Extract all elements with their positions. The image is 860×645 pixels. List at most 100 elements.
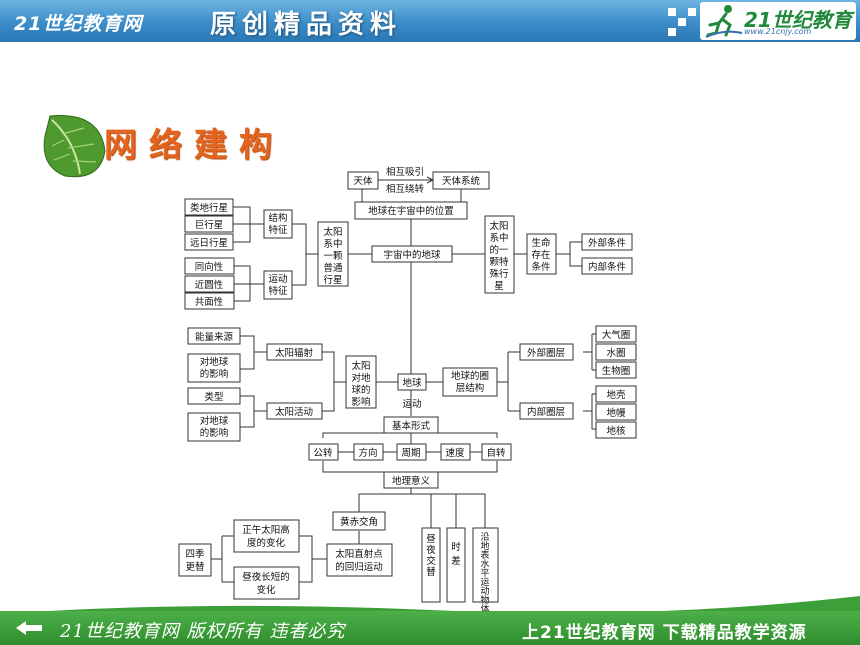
svg-text:太阳: 太阳	[323, 226, 342, 238]
node-yuzhou-diqiu: 宇宙中的地球	[371, 245, 453, 263]
node-waibu-quanceng: 外部圈层	[519, 343, 574, 361]
svg-text:近圆性: 近圆性	[195, 279, 224, 291]
node-gongzhuan: 公转	[308, 443, 339, 461]
svg-text:运动: 运动	[268, 274, 287, 285]
svg-text:四季: 四季	[185, 548, 205, 560]
node-zhishe: 太阳直射点 的回归运动	[326, 543, 393, 577]
node-jiegou-tezheng: 结构 特征	[263, 209, 293, 239]
node-shicha: 时差	[446, 527, 466, 603]
svg-text:黄赤交角: 黄赤交角	[340, 516, 378, 528]
node-taiyang-huodong: 太阳活动	[266, 402, 323, 420]
node-juxing: 巨行星	[184, 215, 234, 233]
decorative-squares	[668, 8, 696, 36]
node-waibu-tiaojian: 外部条件	[581, 233, 633, 251]
node-zizhuan: 自转	[481, 443, 512, 461]
node-jiben-xingshi: 基本形式	[383, 416, 439, 434]
footer-bar: 21世纪教育网 版权所有 违者必究 上21世纪教育网 下载精品教学资源	[0, 611, 860, 645]
node-zhengwu: 正午太阳高 度的变化	[233, 519, 300, 553]
svg-text:天体: 天体	[353, 175, 373, 187]
svg-text:系中: 系中	[489, 232, 508, 244]
node-dui-diqiu-2: 对地球 的影响	[187, 412, 241, 442]
svg-text:地球在宇宙中的位置: 地球在宇宙中的位置	[368, 205, 454, 217]
node-yundong-tezheng: 运动 特征	[263, 270, 293, 300]
svg-text:存在: 存在	[531, 249, 550, 261]
header-bar: 21世纪教育网 原创精品资料 21世纪教育 www.21cnjy.com	[0, 0, 860, 42]
svg-text:公转: 公转	[313, 447, 333, 459]
brand-logo[interactable]: 21世纪教育 www.21cnjy.com	[700, 2, 856, 40]
svg-text:星: 星	[494, 281, 504, 292]
svg-text:系中: 系中	[323, 238, 342, 250]
node-siji: 四季 更替	[178, 543, 212, 577]
footer-copyright: 21世纪教育网 版权所有 违者必究	[60, 621, 346, 642]
svg-text:一颗: 一颗	[323, 251, 343, 262]
node-sudu: 速度	[440, 443, 471, 461]
svg-text:内部条件: 内部条件	[588, 261, 627, 273]
back-arrow-icon[interactable]	[14, 620, 44, 636]
node-taiyang-yingxiang: 太阳 对地 球的 影响	[345, 355, 377, 409]
svg-text:球的: 球的	[351, 384, 370, 396]
svg-text:行星: 行星	[323, 274, 342, 286]
node-leixing: 类型	[187, 387, 241, 405]
svg-text:条件: 条件	[531, 261, 551, 273]
svg-text:巨行星: 巨行星	[195, 219, 224, 231]
label-xianghu-xiyin: 相互吸引	[386, 166, 424, 178]
svg-text:水圈: 水圈	[606, 347, 625, 359]
node-nengliang: 能量来源	[187, 327, 241, 345]
svg-text:昼夜交替: 昼夜交替	[426, 534, 436, 578]
svg-text:时差: 时差	[451, 541, 461, 567]
brand-name: 21世纪教育	[744, 8, 852, 32]
section-title: 网络建构	[104, 125, 284, 164]
label-yundong: 运动	[402, 399, 421, 410]
svg-text:外部条件: 外部条件	[588, 237, 627, 249]
svg-text:昼夜长短的: 昼夜长短的	[242, 571, 290, 583]
node-shui: 水圈	[595, 343, 637, 361]
svg-text:大气圈: 大气圈	[602, 329, 631, 341]
svg-text:对地球: 对地球	[200, 356, 229, 368]
svg-text:的回归运动: 的回归运动	[335, 561, 383, 573]
svg-text:太阳: 太阳	[351, 360, 370, 372]
svg-text:颗特: 颗特	[489, 256, 509, 268]
node-shengwu: 生物圈	[595, 361, 637, 379]
node-zhouye-changduan: 昼夜长短的 变化	[233, 566, 300, 600]
svg-text:殊行: 殊行	[489, 268, 509, 280]
svg-text:的影响: 的影响	[200, 427, 229, 439]
svg-text:太阳活动: 太阳活动	[275, 406, 313, 418]
svg-text:能量来源: 能量来源	[195, 331, 234, 343]
svg-text:自转: 自转	[486, 447, 506, 459]
brand-url: www.21cnjy.com	[744, 27, 812, 36]
svg-text:地球: 地球	[402, 377, 422, 389]
node-dui-diqiu-1: 对地球 的影响	[187, 353, 241, 383]
node-leidi: 类地行星	[184, 198, 234, 216]
svg-text:特征: 特征	[268, 224, 288, 236]
svg-text:类型: 类型	[204, 391, 224, 403]
svg-text:地理意义: 地理意义	[392, 475, 431, 487]
svg-text:的一: 的一	[489, 244, 509, 256]
svg-text:更替: 更替	[185, 561, 205, 573]
svg-text:周期: 周期	[401, 448, 420, 459]
node-huangchi-jiao: 黄赤交角	[332, 511, 386, 531]
svg-text:同向性: 同向性	[195, 261, 224, 273]
node-teshu-xingxing: 太阳 系中 的一 颗特 殊行 星	[484, 215, 515, 294]
node-diqiu: 地球	[397, 373, 427, 391]
node-position: 地球在宇宙中的位置	[354, 201, 468, 220]
svg-text:太阳辐射: 太阳辐射	[275, 347, 314, 359]
svg-text:特征: 特征	[268, 285, 288, 297]
node-fangxiang: 方向	[353, 443, 384, 461]
svg-text:生物圈: 生物圈	[602, 365, 631, 377]
leaf-icon	[43, 114, 106, 178]
svg-text:地壳: 地壳	[606, 389, 626, 401]
svg-text:影响: 影响	[351, 396, 370, 408]
node-zhouqi: 周期	[396, 443, 427, 461]
svg-text:基本形式: 基本形式	[392, 420, 431, 432]
footer-download-link[interactable]: 上21世纪教育网 下载精品教学资源	[522, 623, 807, 643]
svg-text:生命: 生命	[531, 237, 551, 249]
svg-text:类地行星: 类地行星	[190, 202, 228, 214]
node-tianti-xitong: 天体系统	[432, 171, 490, 190]
svg-text:共面性: 共面性	[195, 296, 224, 308]
svg-text:天体系统: 天体系统	[442, 175, 481, 187]
node-neibu-quanceng: 内部圈层	[519, 402, 574, 420]
node-diqiao: 地壳	[595, 385, 637, 403]
node-zhouye-jiaoti: 昼夜交替	[421, 527, 441, 603]
node-dili-yiyi: 地理意义	[383, 471, 439, 489]
